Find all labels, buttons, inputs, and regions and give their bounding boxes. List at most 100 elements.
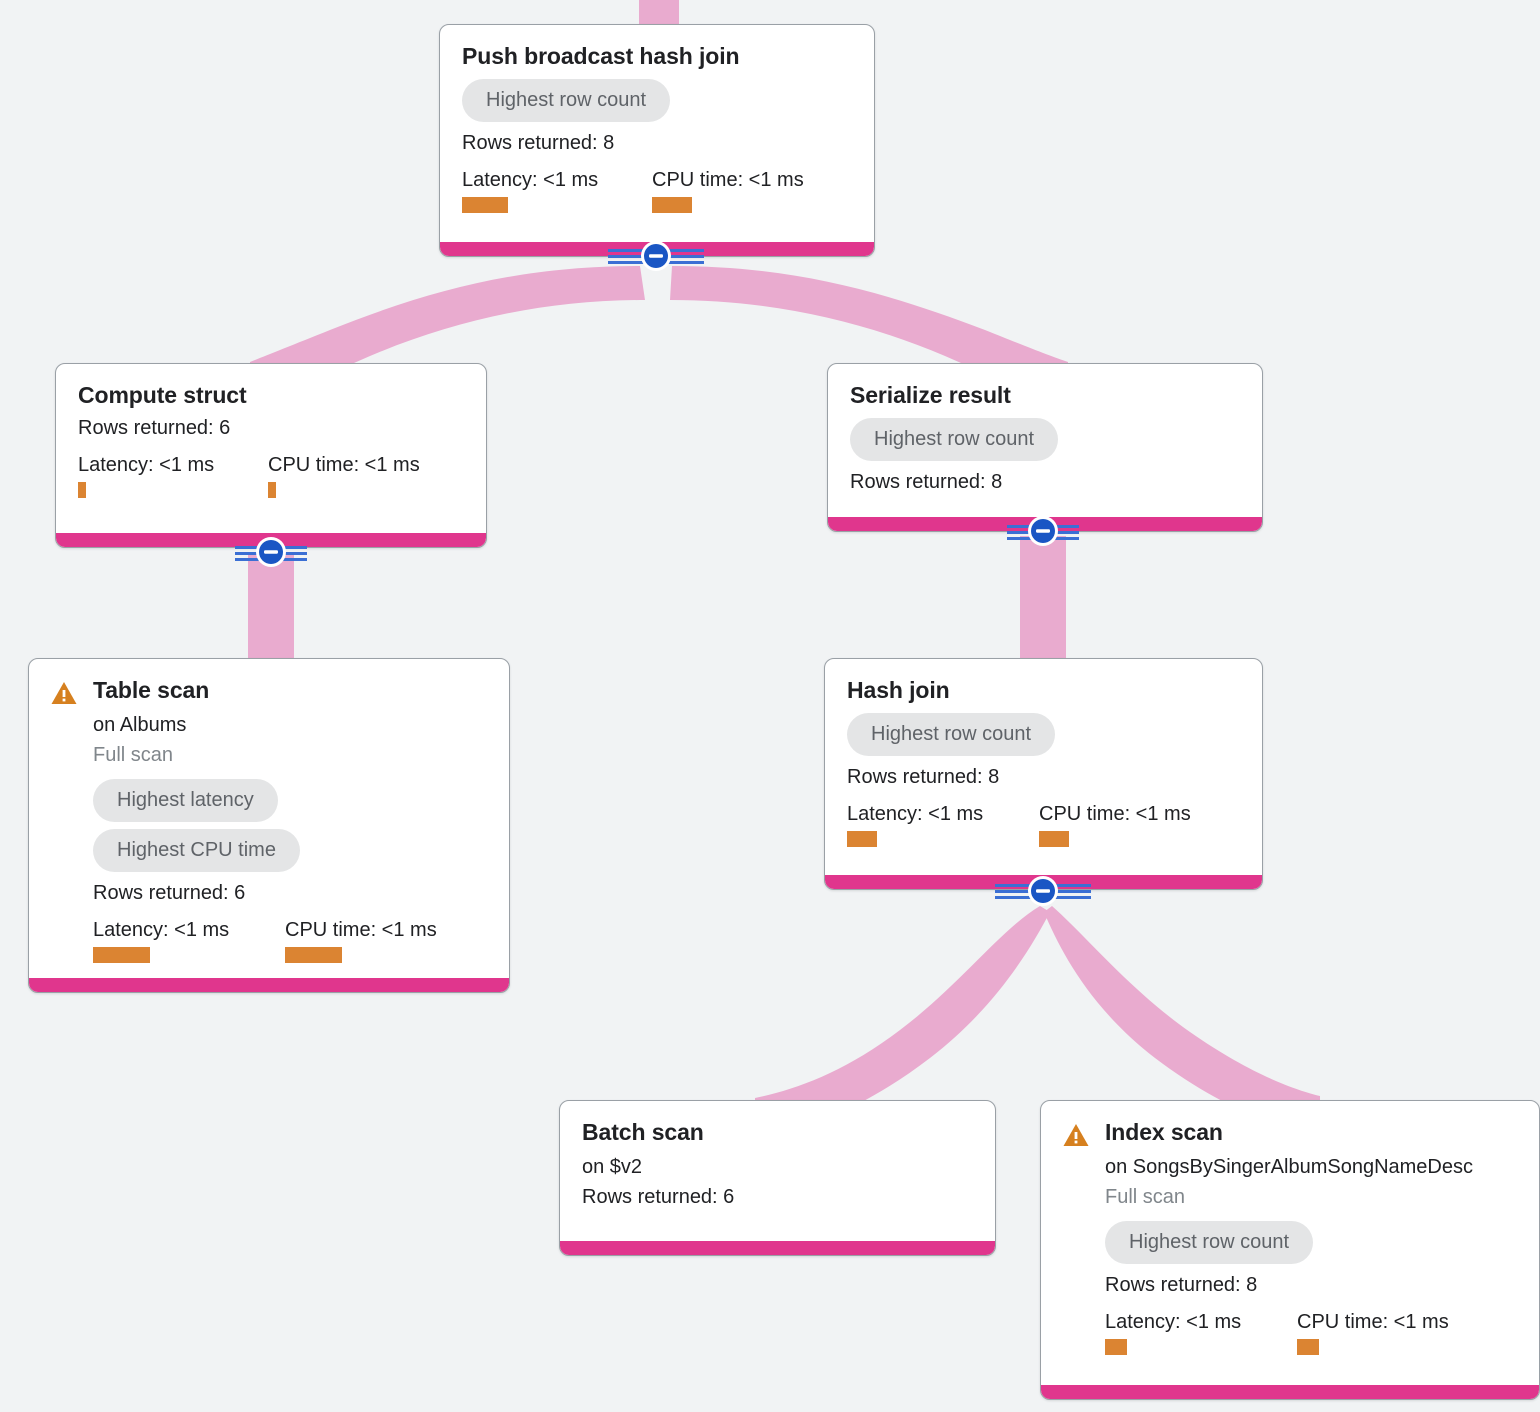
card-accent-bar bbox=[29, 978, 509, 992]
title-row: Index scan on SongsBySingerAlbumSongName… bbox=[1063, 1119, 1517, 1356]
card-accent-bar bbox=[56, 533, 486, 547]
rows-returned: Rows returned: 6 bbox=[93, 882, 246, 905]
title-column: Index scan on SongsBySingerAlbumSongName… bbox=[1105, 1119, 1517, 1356]
title-row: Serialize result Highest row count Rows … bbox=[850, 382, 1240, 494]
metric-cpu-time-bar bbox=[1039, 831, 1069, 848]
title-row: Push broadcast hash join Highest row cou… bbox=[462, 43, 852, 214]
metric-cpu-time-bar bbox=[1297, 1339, 1319, 1356]
plan-node-table-scan[interactable]: Table scan on Albums Full scan Highest l… bbox=[28, 658, 510, 993]
plan-node-compute-struct[interactable]: Compute struct Rows returned: 6 Latency:… bbox=[55, 363, 487, 548]
plan-node-serialize-result[interactable]: Serialize result Highest row count Rows … bbox=[827, 363, 1263, 532]
plan-node-index-scan[interactable]: Index scan on SongsBySingerAlbumSongName… bbox=[1040, 1100, 1540, 1400]
metric-latency-label: Latency: <1 ms bbox=[93, 919, 230, 942]
card-accent-bar bbox=[1041, 1385, 1539, 1399]
metric-cpu-time-label: CPU time: <1 ms bbox=[268, 454, 420, 477]
card-body: Table scan on Albums Full scan Highest l… bbox=[29, 659, 509, 978]
metric-cpu-time: CPU time: <1 ms bbox=[1297, 1311, 1449, 1356]
title-column: Push broadcast hash join Highest row cou… bbox=[462, 43, 852, 214]
title-row: Batch scan on $v2 Rows returned: 6 bbox=[582, 1119, 973, 1212]
metric-latency-bar bbox=[1105, 1339, 1127, 1356]
metric-latency: Latency: <1 ms bbox=[847, 803, 1039, 848]
metrics-row: Latency: <1 ms CPU time: <1 ms bbox=[78, 454, 464, 499]
plan-node-hash-join[interactable]: Hash join Highest row count Rows returne… bbox=[824, 658, 1263, 890]
metric-latency: Latency: <1 ms bbox=[1105, 1311, 1297, 1356]
chip-list: Highest latency bbox=[93, 770, 487, 823]
card-body: Batch scan on $v2 Rows returned: 6 bbox=[560, 1101, 995, 1241]
chip-highest-row-count: Highest row count bbox=[1105, 1221, 1314, 1265]
title-row: Table scan on Albums Full scan Highest l… bbox=[51, 677, 487, 964]
title-column: Compute struct Rows returned: 6 Latency:… bbox=[78, 382, 464, 499]
node-subtitle: on $v2 bbox=[582, 1156, 643, 1179]
chip-highest-row-count: Highest row count bbox=[462, 79, 671, 123]
metric-latency-label: Latency: <1 ms bbox=[462, 169, 599, 192]
card-accent-bar bbox=[825, 875, 1262, 889]
plan-node-batch-scan[interactable]: Batch scan on $v2 Rows returned: 6 bbox=[559, 1100, 996, 1256]
card-accent-bar bbox=[828, 517, 1262, 531]
card-body: Push broadcast hash join Highest row cou… bbox=[440, 25, 874, 242]
card-body: Serialize result Highest row count Rows … bbox=[828, 364, 1262, 517]
node-subtitle: on SongsBySingerAlbumSongNameDesc bbox=[1105, 1156, 1473, 1179]
node-title: Serialize result bbox=[850, 382, 1011, 408]
card-accent-bar bbox=[560, 1241, 995, 1255]
rows-returned: Rows returned: 8 bbox=[462, 132, 615, 155]
title-column: Batch scan on $v2 Rows returned: 6 bbox=[582, 1119, 973, 1212]
rows-returned: Rows returned: 8 bbox=[847, 766, 1000, 789]
rows-returned: Rows returned: 6 bbox=[78, 417, 231, 440]
metric-latency-label: Latency: <1 ms bbox=[78, 454, 215, 477]
metric-cpu-time: CPU time: <1 ms bbox=[268, 454, 420, 499]
metric-latency-label: Latency: <1 ms bbox=[1105, 1311, 1242, 1334]
title-column: Serialize result Highest row count Rows … bbox=[850, 382, 1240, 494]
card-body: Compute struct Rows returned: 6 Latency:… bbox=[56, 364, 486, 533]
metric-latency-bar bbox=[78, 482, 86, 499]
chip-list-2: Highest CPU time bbox=[93, 822, 487, 873]
chip-highest-row-count: Highest row count bbox=[847, 713, 1056, 757]
warning-icon bbox=[51, 681, 77, 710]
rows-returned: Rows returned: 8 bbox=[1105, 1274, 1258, 1297]
metrics-row: Latency: <1 ms CPU time: <1 ms bbox=[93, 919, 487, 964]
metric-cpu-time: CPU time: <1 ms bbox=[1039, 803, 1191, 848]
chip-list: Highest row count bbox=[462, 70, 852, 123]
metrics-row: Latency: <1 ms CPU time: <1 ms bbox=[462, 169, 852, 214]
node-title: Hash join bbox=[847, 677, 950, 703]
node-title: Batch scan bbox=[582, 1119, 704, 1145]
edge-serialize-result-to-hash-join bbox=[1020, 536, 1066, 660]
card-body: Index scan on SongsBySingerAlbumSongName… bbox=[1041, 1101, 1539, 1385]
metric-cpu-time: CPU time: <1 ms bbox=[285, 919, 437, 964]
metric-latency-bar bbox=[93, 947, 150, 964]
edge-root-inflow bbox=[639, 0, 679, 24]
node-subtitle: on Albums bbox=[93, 714, 187, 737]
warning-icon bbox=[1063, 1123, 1089, 1152]
title-row: Hash join Highest row count Rows returne… bbox=[847, 677, 1240, 848]
chip-highest-latency: Highest latency bbox=[93, 779, 278, 823]
node-title: Push broadcast hash join bbox=[462, 43, 740, 69]
metric-latency-bar bbox=[847, 831, 877, 848]
rows-returned: Rows returned: 6 bbox=[582, 1186, 735, 1209]
metric-latency: Latency: <1 ms bbox=[462, 169, 652, 214]
chip-list: Highest row count bbox=[847, 704, 1240, 757]
plan-node-push-broadcast-hash-join[interactable]: Push broadcast hash join Highest row cou… bbox=[439, 24, 875, 257]
card-accent-bar bbox=[440, 242, 874, 256]
edge-compute-struct-to-table-scan bbox=[248, 552, 294, 660]
node-title: Index scan bbox=[1105, 1119, 1223, 1145]
metric-latency-label: Latency: <1 ms bbox=[847, 803, 984, 826]
metric-cpu-time-label: CPU time: <1 ms bbox=[1039, 803, 1191, 826]
card-body: Hash join Highest row count Rows returne… bbox=[825, 659, 1262, 875]
metrics-row: Latency: <1 ms CPU time: <1 ms bbox=[1105, 1311, 1517, 1356]
metric-cpu-time-bar bbox=[652, 197, 692, 214]
metric-cpu-time-label: CPU time: <1 ms bbox=[652, 169, 804, 192]
metric-cpu-time: CPU time: <1 ms bbox=[652, 169, 804, 214]
title-row: Compute struct Rows returned: 6 Latency:… bbox=[78, 382, 464, 499]
metric-cpu-time-bar bbox=[268, 482, 276, 499]
metric-cpu-time-label: CPU time: <1 ms bbox=[285, 919, 437, 942]
rows-returned: Rows returned: 8 bbox=[850, 471, 1003, 494]
chip-list: Highest row count bbox=[850, 409, 1240, 462]
chip-highest-cpu-time: Highest CPU time bbox=[93, 829, 300, 873]
chip-list: Highest row count bbox=[1105, 1212, 1517, 1265]
title-column: Table scan on Albums Full scan Highest l… bbox=[93, 677, 487, 964]
chip-highest-row-count: Highest row count bbox=[850, 418, 1059, 462]
metric-latency: Latency: <1 ms bbox=[78, 454, 268, 499]
metric-latency-bar bbox=[462, 197, 508, 214]
metric-cpu-time-label: CPU time: <1 ms bbox=[1297, 1311, 1449, 1334]
node-title: Compute struct bbox=[78, 382, 247, 408]
